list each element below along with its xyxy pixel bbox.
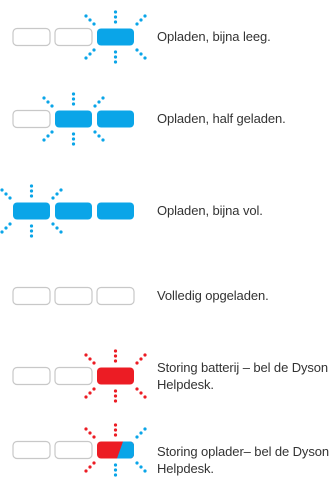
flash-rays-icon — [84, 423, 147, 477]
battery-cell-3 — [97, 367, 134, 385]
flash-rays-icon — [84, 10, 147, 64]
status-row-nearly-empty: Opladen, bijna leeg. — [0, 0, 336, 75]
battery-cell-3 — [97, 202, 134, 220]
battery-cell-1 — [13, 202, 50, 220]
battery-indicator-half-charged — [12, 92, 134, 146]
battery-cell-3 — [96, 286, 135, 306]
status-label: Opladen, half geladen. — [157, 111, 286, 126]
battery-indicator-charger-fault — [12, 423, 147, 477]
flash-rays-icon — [84, 349, 147, 403]
battery-cell-2 — [54, 440, 93, 460]
status-label: Storing batterij – bel de Dyson Helpdesk… — [157, 360, 329, 392]
flash-rays-icon — [0, 184, 63, 238]
status-row-nearly-full: Opladen, bijna vol. — [0, 174, 336, 249]
status-row-half-charged: Opladen, half geladen. — [0, 82, 336, 157]
battery-indicator-nearly-empty — [12, 10, 147, 64]
status-label: Opladen, bijna vol. — [157, 203, 263, 218]
status-label: Volledig opgeladen. — [157, 288, 269, 303]
battery-indicator-fully-charged — [12, 286, 135, 306]
battery-cell-3 — [97, 28, 134, 46]
battery-cell-2 — [54, 27, 93, 47]
battery-cell-3 — [97, 110, 134, 128]
battery-cell-2 — [54, 286, 93, 306]
battery-cell-3 — [97, 441, 134, 459]
battery-indicator-nearly-full — [0, 184, 134, 238]
battery-cell-2 — [55, 110, 92, 128]
battery-cell-1 — [12, 366, 51, 386]
battery-cell-1 — [12, 109, 51, 129]
status-label: Storing oplader– bel de Dyson Helpdesk. — [157, 444, 329, 476]
battery-cell-2 — [55, 202, 92, 220]
flash-rays-icon — [42, 92, 105, 146]
battery-cell-1 — [12, 440, 51, 460]
status-row-fully-charged: Volledig opgeladen. — [0, 259, 336, 334]
status-row-charger-fault: Storing oplader– bel de Dyson Helpdesk. — [0, 413, 336, 493]
battery-cell-1 — [12, 286, 51, 306]
battery-cell-2 — [54, 366, 93, 386]
status-row-battery-fault: Storing batterij – bel de Dyson Helpdesk… — [0, 339, 336, 414]
battery-cell-1 — [12, 27, 51, 47]
battery-indicator-battery-fault — [12, 349, 147, 403]
status-label: Opladen, bijna leeg. — [157, 29, 271, 44]
